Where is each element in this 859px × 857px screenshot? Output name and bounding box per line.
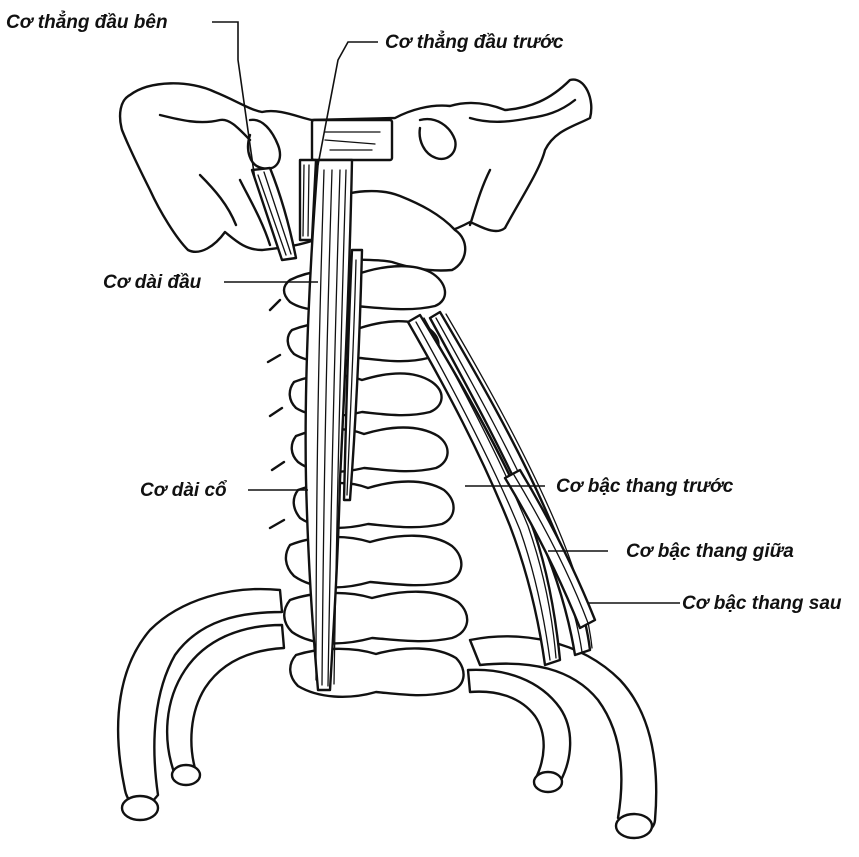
cervical-spine <box>268 191 467 697</box>
label-longus-colli: Cơ dài cổ <box>140 480 227 501</box>
label-scalenus-medius: Cơ bậc thang giữa <box>626 541 794 562</box>
label-rectus-capitis-lateralis: Cơ thẳng đầu bên <box>6 11 168 33</box>
label-scalenus-anterior: Cơ bậc thang trước <box>556 476 734 497</box>
label-rectus-capitis-anterior: Cơ thẳng đầu trước <box>385 31 564 53</box>
label-longus-capitis: Cơ dài đầu <box>103 272 202 293</box>
label-scalenus-posterior: Cơ bậc thang sau <box>682 593 842 614</box>
